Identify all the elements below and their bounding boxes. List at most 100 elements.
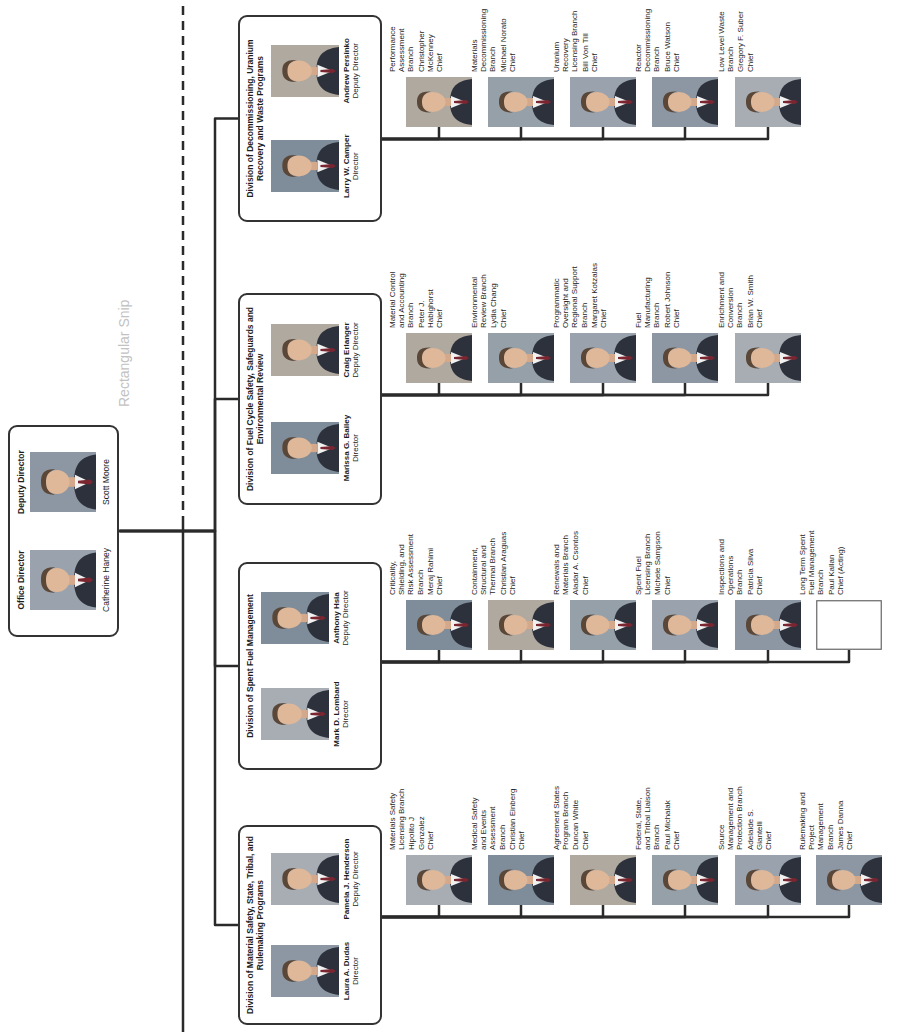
division-title: Division of Material Safety, State, Trib… (246, 833, 266, 1017)
branch-card: Long Term Spent Fuel Management BranchPa… (798, 529, 882, 650)
person-name: Craig Erlanger (342, 322, 352, 377)
person-name: Michael Norato (499, 6, 508, 72)
branch-name: Renewals and Materials Branch (552, 529, 570, 595)
person-name: Lydia Chang (489, 262, 498, 328)
portrait-photo (570, 77, 636, 127)
position-title: Chief (508, 529, 517, 595)
position-title: Deputy Director (341, 590, 351, 646)
branch-name: Long Term Spent Fuel Management Branch (798, 529, 826, 595)
branch-card: Material Control and Accounting BranchPe… (388, 262, 472, 383)
org-connector (119, 119, 238, 532)
person-name: Andrew Persinko (342, 38, 352, 103)
portrait-photo (406, 600, 472, 650)
org-connector (382, 383, 768, 395)
division-box: Division of Material Safety, State, Trib… (238, 825, 382, 1025)
person-name: Pamela J. Henderson (342, 839, 352, 920)
person-name: Meraj Rahimi (426, 529, 435, 595)
position-title: Chief (590, 6, 599, 72)
branch-card: Inspections and Operations BranchPatrici… (717, 529, 801, 650)
branch-card: Criticality, Shielding, and Risk Assessm… (388, 529, 472, 650)
branch-name: Medical Safety and Events Assessment Bra… (470, 784, 507, 850)
person-name: Gregory F. Suber (736, 6, 745, 72)
person-name: James Danna (836, 784, 845, 850)
person-name: Mark D. Lombard (332, 681, 342, 746)
division-title: Division of Spent Fuel Management (246, 570, 256, 762)
org-connector (382, 383, 439, 395)
portrait-photo (488, 77, 554, 127)
portrait-photo (271, 140, 339, 192)
position-title: Director (351, 957, 361, 985)
empty-photo-frame (816, 600, 882, 650)
portrait-photo (271, 853, 339, 905)
branch-name: Inspections and Operations Branch (717, 529, 745, 595)
org-connector (382, 650, 603, 662)
position-title: Chief (Acting) (836, 529, 845, 595)
org-connector (382, 650, 685, 662)
branch-card: Rulemaking and Project Management Branch… (798, 784, 882, 905)
position-title: Chief (426, 784, 435, 850)
position-title: Deputy Director (351, 851, 361, 907)
person-name: Peter J. Habighorst (417, 262, 435, 328)
position-title: Chief (663, 529, 672, 595)
org-connector (382, 127, 768, 139)
branch-card: Federal, State, and Tribal Liaison Branc… (634, 784, 718, 905)
portrait-photo (406, 855, 472, 905)
position-title: Deputy Director (351, 43, 361, 99)
org-connector (382, 905, 439, 917)
branch-card: Materials Safety Licensing BranchHipolit… (388, 784, 472, 905)
person-name: Patricia Silva (746, 529, 755, 595)
position-title: Chief (517, 784, 526, 850)
branch-name: Fuel Manufacturing Branch (634, 262, 662, 328)
branch-card: Renewals and Materials BranchAladar A. C… (552, 529, 636, 650)
portrait-photo (488, 333, 554, 383)
branch-card: Containment, Structural and Thermal Bran… (470, 529, 554, 650)
branch-card: Environmental Review BranchLydia ChangCh… (470, 262, 554, 383)
branch-name: Source Management and Protection Branch (717, 784, 745, 850)
branch-card: Low Level Waste BranchGregory F. SuberCh… (717, 6, 801, 127)
person-name: Duncan White (571, 784, 580, 850)
branch-card: Source Management and Protection BranchA… (717, 784, 801, 905)
org-connector (382, 905, 521, 917)
position-title: Deputy Director (351, 322, 361, 378)
position-title: Chief (755, 529, 764, 595)
org-connector (382, 383, 521, 395)
position-title: Deputy Director (16, 450, 26, 514)
portrait-photo (735, 600, 801, 650)
branch-name: Low Level Waste Branch (717, 6, 735, 72)
org-connector (382, 127, 603, 139)
branch-name: Federal, State, and Tribal Liaison Branc… (634, 784, 662, 850)
branch-card: Performance Assessment BranchChristopher… (388, 6, 472, 127)
portrait-photo (271, 324, 339, 376)
branch-card: Enrichment and Conversion BranchBrian W.… (717, 262, 801, 383)
portrait-photo (570, 600, 636, 650)
position-title: Chief (845, 784, 854, 850)
division-title: Division of Fuel Cycle Safety, Safeguard… (246, 301, 266, 497)
position-title: Chief (435, 6, 444, 72)
org-connector (382, 127, 521, 139)
position-title: Chief (599, 262, 608, 328)
position-title: Chief (435, 529, 444, 595)
portrait-photo (652, 77, 718, 127)
branch-name: Criticality, Shielding, and Risk Assessm… (388, 529, 425, 595)
person-name: Larry W. Camper (342, 134, 352, 198)
org-connector (382, 905, 768, 917)
person-name: Scott Moore (101, 459, 111, 505)
position-title: Chief (755, 262, 764, 328)
portrait-photo (570, 333, 636, 383)
branch-name: Reactor Decommissioning Branch (634, 6, 662, 72)
branch-name: Uranium Recovery Licensing Branch (552, 6, 580, 72)
watermark: Rectangular Snip (116, 300, 132, 407)
position-title: Chief (672, 262, 681, 328)
branch-name: Rulemaking and Project Management Branch (798, 784, 835, 850)
branch-card: Reactor Decommissioning BranchBruce Wats… (634, 6, 718, 127)
person-name: Bruce Watson (663, 6, 672, 72)
portrait-photo (271, 45, 339, 97)
org-connector (382, 905, 603, 917)
org-connector (382, 905, 685, 917)
division-box: Division of Spent Fuel ManagementMark D.… (238, 562, 382, 770)
position-title: Chief (672, 6, 681, 72)
person-name: Paul Michalak (663, 784, 672, 850)
